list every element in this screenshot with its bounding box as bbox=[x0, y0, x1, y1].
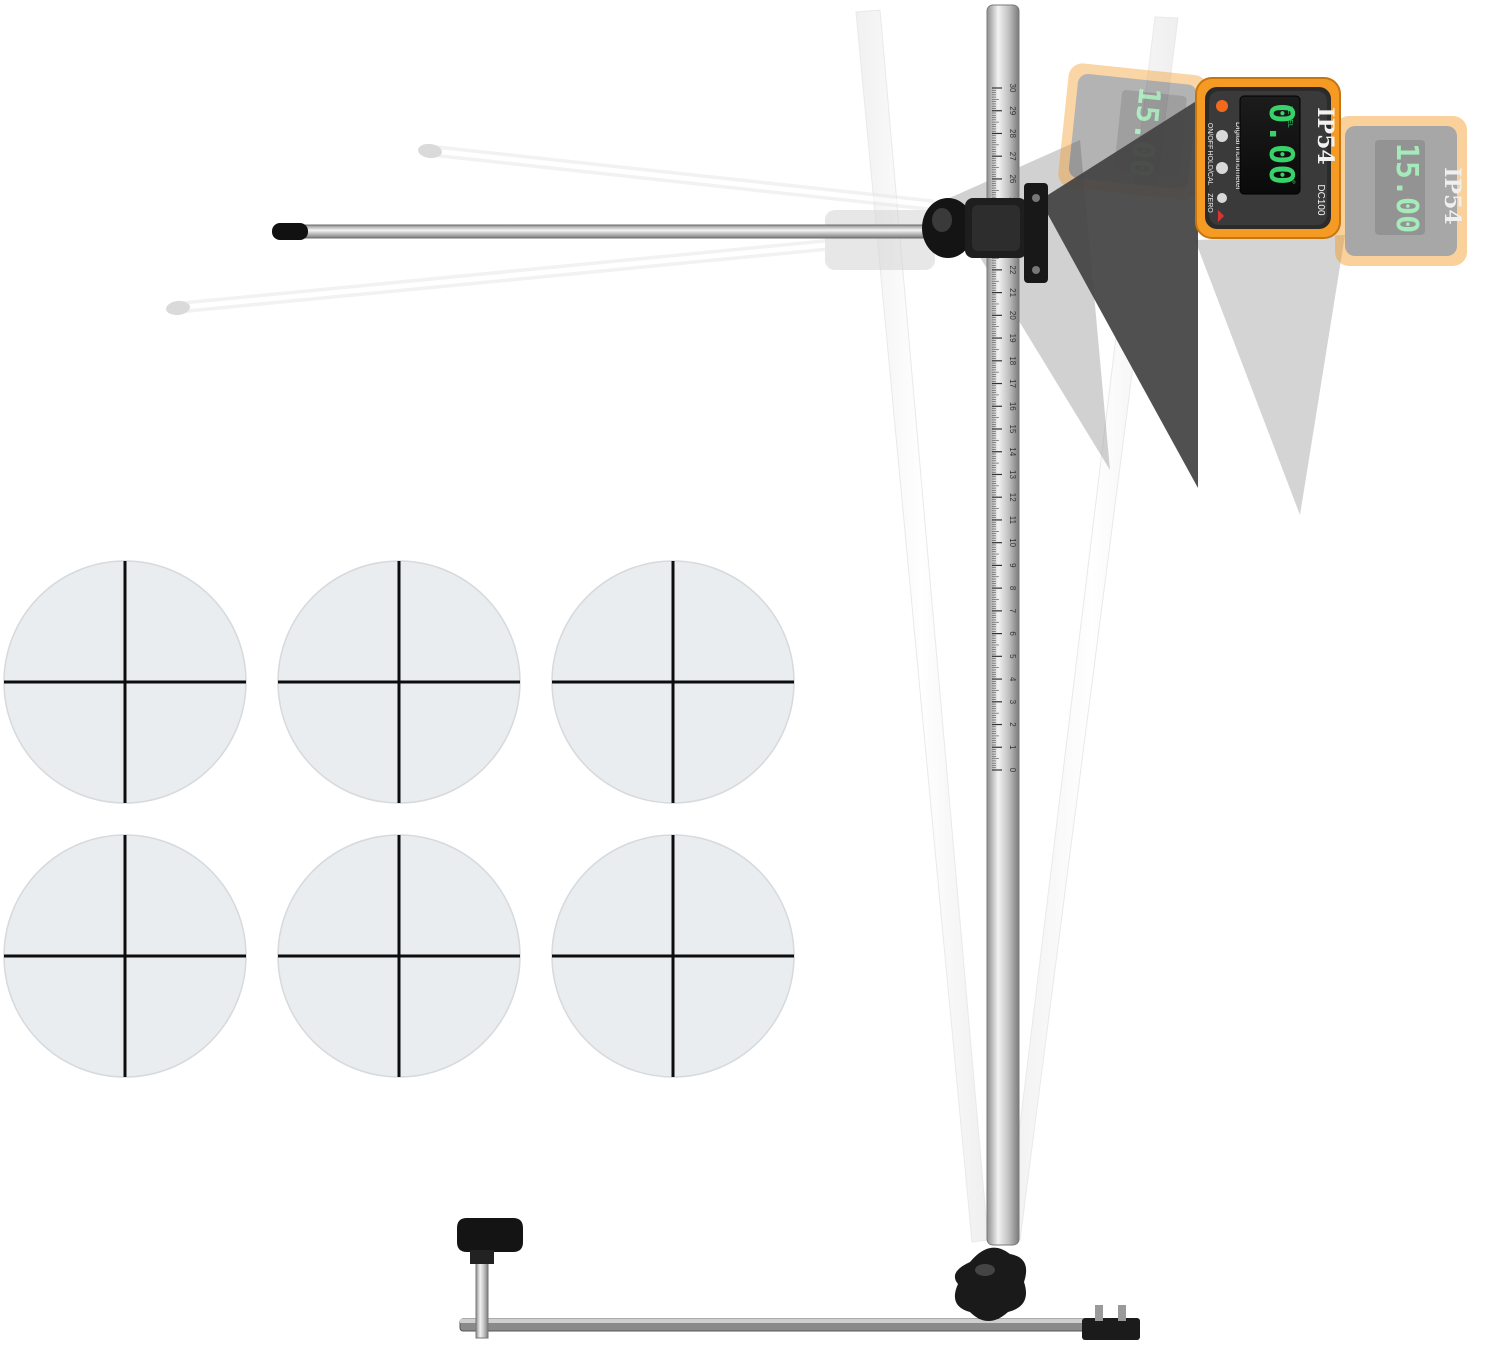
crosshair-targets bbox=[3, 560, 795, 1078]
ghost-arm-lower-tip bbox=[166, 300, 190, 316]
ruler-tick-label: 12 bbox=[1008, 493, 1017, 502]
ruler-tick-label: 7 bbox=[1008, 609, 1017, 614]
ruler-tick-label: 17 bbox=[1008, 379, 1017, 388]
clamp-bracket bbox=[1024, 183, 1048, 283]
main-vertical-rod bbox=[986, 4, 1020, 1246]
ruler-tick-label: 14 bbox=[1008, 447, 1017, 456]
digital-inclinometer: Digital Inclinometer ON/OFF HOLD/CAL ZER… bbox=[1195, 77, 1341, 239]
base-end-block bbox=[1082, 1318, 1140, 1340]
model-label: DC100 bbox=[1315, 184, 1326, 216]
ruler-tick-label: 8 bbox=[1008, 586, 1017, 591]
ruler-tick-label: 5 bbox=[1008, 654, 1017, 659]
ruler-tick-label: 19 bbox=[1008, 334, 1017, 343]
ghost-arm-upper-tip bbox=[418, 143, 442, 159]
svg-text:15.00: 15.00 bbox=[1389, 143, 1424, 233]
ruler-tick-label: 4 bbox=[1008, 677, 1017, 682]
ghost-wedge-right bbox=[1195, 235, 1345, 515]
ruler-tick-label: 27 bbox=[1008, 152, 1017, 161]
lcd-degree: ° bbox=[1292, 180, 1296, 191]
clamp-assembly bbox=[922, 183, 1048, 283]
ruler-tick-label: 30 bbox=[1008, 84, 1017, 93]
ruler-tick-label: 13 bbox=[1008, 470, 1017, 479]
crosshair-target-icon bbox=[277, 560, 521, 804]
ruler-tick-label: 10 bbox=[1008, 538, 1017, 547]
ruler-tick-label: 18 bbox=[1008, 356, 1017, 365]
ruler-tick-label: 22 bbox=[1008, 265, 1017, 274]
base-pin bbox=[475, 1261, 489, 1339]
main-horizontal-arm bbox=[272, 223, 931, 240]
ruler-tick-label: 11 bbox=[1008, 516, 1017, 525]
ruler-tick-label: 28 bbox=[1008, 129, 1017, 138]
ruler-tick-label: 20 bbox=[1008, 311, 1017, 320]
ruler-tick-label: 6 bbox=[1008, 631, 1017, 636]
base-knob-left bbox=[457, 1218, 523, 1252]
ruler-tick-label: 1 bbox=[1008, 745, 1017, 750]
crosshair-target-icon bbox=[277, 834, 521, 1078]
ruler-tick-label: 26 bbox=[1008, 174, 1017, 183]
power-button-indicator bbox=[1216, 100, 1228, 112]
lcd-screen bbox=[1239, 95, 1301, 195]
lcd-mode-label: LEVEL bbox=[1286, 106, 1293, 128]
lcd-reading: 0.00 bbox=[1261, 103, 1301, 185]
ruler-tick-label: 3 bbox=[1008, 700, 1017, 705]
ruler-tick-label: 9 bbox=[1008, 563, 1017, 568]
crosshair-target-icon bbox=[3, 560, 247, 804]
ruler-tick-label: 21 bbox=[1008, 288, 1017, 297]
rating-label: IP54 bbox=[1312, 107, 1338, 164]
onoff-label: ON/OFF bbox=[1206, 123, 1213, 149]
ruler-scale: 3029282726252423222120191817161514131211… bbox=[992, 84, 1017, 773]
crosshair-target-icon bbox=[551, 834, 795, 1078]
ruler-tick-label: 15 bbox=[1008, 425, 1017, 434]
hold-button bbox=[1216, 130, 1228, 142]
ghost-device-right: 15.00 IP54 bbox=[1335, 116, 1467, 266]
base-assembly bbox=[457, 1218, 1140, 1340]
ruler-tick-label: 16 bbox=[1008, 402, 1017, 411]
light-button bbox=[1217, 193, 1227, 203]
svg-text:IP54: IP54 bbox=[1439, 167, 1465, 224]
zero-label: ZERO bbox=[1206, 193, 1213, 213]
angle-shadow-wedge bbox=[1040, 100, 1198, 488]
ghost-arms bbox=[166, 143, 936, 316]
ruler-tick-label: 2 bbox=[1008, 722, 1017, 727]
arm-end-cap bbox=[272, 223, 308, 240]
brand-label: Digital Inclinometer bbox=[1234, 122, 1243, 190]
ruler-tick-label: 0 bbox=[1008, 768, 1017, 773]
crosshair-target-icon bbox=[3, 834, 247, 1078]
base-knob-center bbox=[954, 1247, 1027, 1321]
holdcal-label: HOLD/CAL bbox=[1206, 150, 1213, 185]
ruler-tick-label: 29 bbox=[1008, 106, 1017, 115]
crosshair-target-icon bbox=[551, 560, 795, 804]
zero-button bbox=[1216, 162, 1228, 174]
